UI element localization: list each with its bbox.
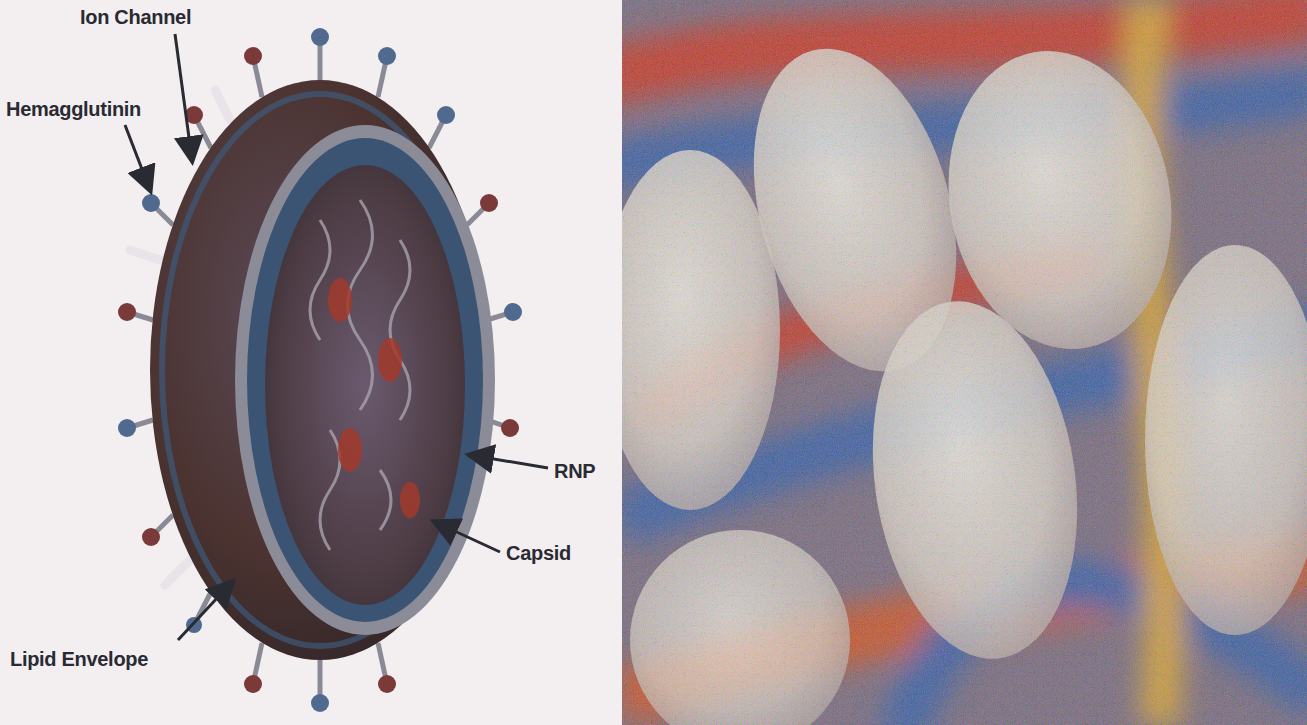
part-label: RNP <box>554 460 595 483</box>
part-label: Ion Channel <box>80 6 191 29</box>
part-label: Hemagglutinin <box>6 98 141 121</box>
part-label: Lipid Envelope <box>10 648 148 671</box>
part-label: Capsid <box>506 542 571 565</box>
